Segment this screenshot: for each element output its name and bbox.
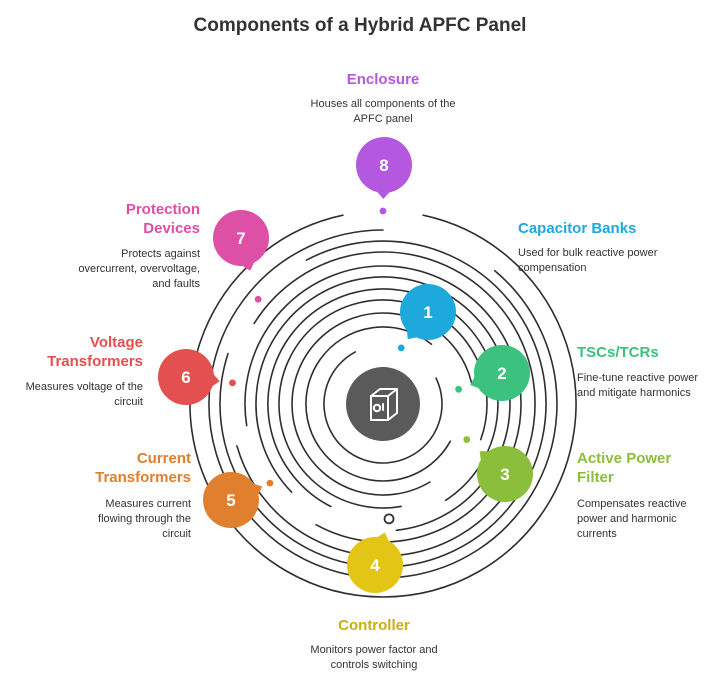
component-label-5: Current Transformers: [95, 450, 191, 486]
component-label-6: Voltage Transformers: [47, 334, 143, 370]
component-badge-2: [474, 345, 530, 401]
ring-marker-5: [265, 478, 275, 488]
ring-arc: [323, 351, 443, 464]
ring-arc: [208, 229, 558, 579]
component-badge-5: [203, 472, 259, 528]
rings-group: [189, 214, 577, 598]
component-desc-7: Protects against overcurrent, overvoltag…: [78, 248, 200, 290]
component-desc-6: Measures voltage of the circuit: [25, 381, 143, 408]
center-hub: [346, 367, 420, 441]
component-number-4: 4: [370, 556, 380, 575]
component-number-1: 1: [423, 303, 432, 322]
diagram-title: Components of a Hybrid APFC Panel: [193, 15, 527, 36]
ring-marker-8: [378, 206, 388, 216]
ring-marker-1: [396, 343, 406, 353]
markers-group: 1 2 3 4 5 6 7 8: [158, 137, 533, 593]
component-label-4: Controller: [338, 617, 410, 634]
switchgear-cabinet-icon: [370, 388, 398, 421]
ring-marker-4: [383, 513, 395, 525]
component-number-5: 5: [226, 491, 235, 510]
ring-marker-2: [453, 384, 464, 394]
component-label-2: TSCs/TCRs: [577, 344, 659, 361]
ring-marker-6: [227, 378, 238, 388]
component-number-8: 8: [379, 156, 388, 175]
ring-arc: [267, 288, 499, 508]
component-desc-3: Compensates reactive power and harmonic …: [577, 498, 687, 540]
ring-marker-3: [462, 434, 472, 445]
component-number-3: 3: [500, 465, 509, 484]
component-label-7: Protection Devices: [125, 201, 200, 237]
ring-marker-7: [253, 294, 263, 304]
ring-arc: [244, 265, 522, 543]
ring-arc: [305, 326, 452, 482]
component-number-2: 2: [497, 364, 506, 383]
ring-arc: [236, 251, 536, 557]
ring-arc: [189, 214, 577, 598]
component-badge-1: [400, 284, 456, 340]
component-label-8: Enclosure: [346, 71, 420, 88]
component-desc-1: Used for bulk reactive power compensatio…: [518, 247, 658, 274]
component-label-3: Active Power Filter: [577, 450, 672, 486]
component-badge-7: [213, 210, 269, 266]
component-number-7: 7: [236, 229, 245, 248]
component-badge-8: [356, 137, 412, 193]
ring-arc: [278, 299, 488, 509]
component-desc-2: Fine-tune reactive power and mitigate ha…: [577, 372, 699, 399]
component-desc-4: Monitors power factor and controls switc…: [310, 644, 438, 671]
component-badge-4: [347, 537, 403, 593]
component-desc-8: Houses all components of the APFC panel: [310, 98, 456, 125]
component-badge-3: [477, 446, 533, 502]
component-desc-5: Measures current flowing through the cir…: [98, 498, 191, 540]
component-label-1: Capacitor Banks: [518, 220, 637, 237]
component-badge-6: [158, 349, 214, 405]
component-number-6: 6: [181, 368, 190, 387]
